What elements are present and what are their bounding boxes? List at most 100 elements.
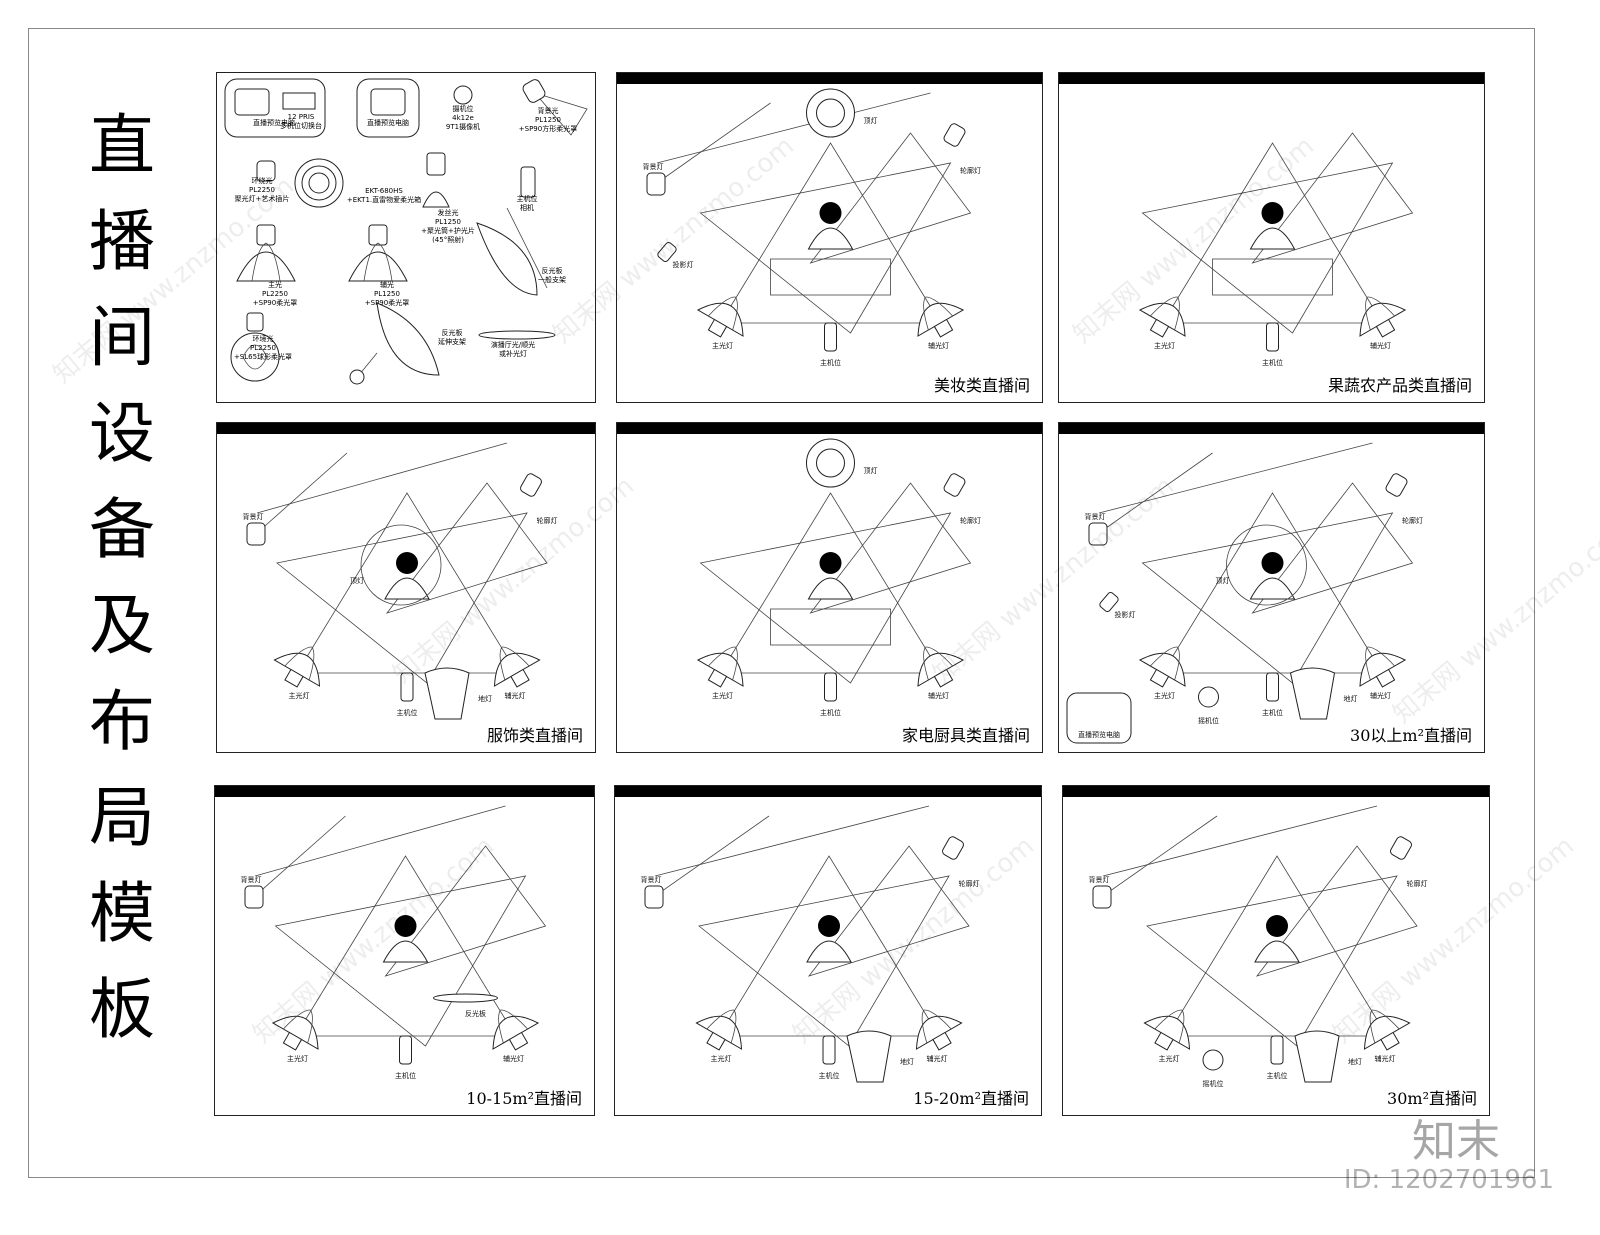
layout-label: 辅光灯	[928, 341, 949, 350]
light-beam	[256, 442, 508, 514]
softbox-light	[915, 1009, 963, 1051]
camera	[1270, 1035, 1284, 1065]
layout-drawing: 主光灯辅光灯主机位背景灯轮廓灯顶灯投影灯	[643, 88, 981, 367]
light-beam	[384, 845, 547, 977]
layout-label: 轮廓灯	[959, 879, 980, 888]
layout-label: 辅光灯	[1370, 691, 1391, 700]
layout-drawing: 主光灯辅光灯主机位背景灯反光板	[241, 805, 547, 1080]
legend-label: 12 PRIS 多机位切换台	[280, 113, 322, 130]
light-beam	[809, 482, 972, 614]
presenter	[382, 940, 429, 963]
softbox-light	[917, 296, 965, 338]
title-char: 直	[89, 107, 155, 184]
image-id: ID: 1202701961	[1343, 1165, 1554, 1195]
layout-label: 背景灯	[241, 875, 262, 884]
contour-light	[1385, 473, 1408, 497]
presenter-head	[819, 202, 842, 224]
presenter	[807, 577, 854, 600]
ground-light	[1289, 667, 1336, 720]
light-beam	[654, 815, 770, 897]
softbox-light	[271, 1009, 319, 1051]
layout-label: 直播预览电脑	[1078, 730, 1120, 739]
light-beam	[274, 875, 527, 1047]
camera	[824, 672, 837, 702]
rocker-camera	[1202, 1049, 1224, 1071]
reflector	[433, 993, 498, 1003]
camera	[822, 1035, 836, 1065]
background-light	[1088, 522, 1108, 546]
layout-label: 主光灯	[289, 691, 310, 700]
softbox-light	[695, 1009, 743, 1051]
presenter	[806, 940, 852, 963]
presenter	[1249, 227, 1296, 250]
layout-label: 主光灯	[287, 1054, 308, 1063]
legend-label: EKT-680HS +EKT1.直雷物爱柔光箱	[346, 187, 422, 204]
layout-label: 顶灯	[1216, 576, 1230, 585]
presenter-head	[818, 915, 840, 937]
layout-panel-30plus: 主光灯辅光灯主机位背景灯轮廓灯顶灯投影灯地灯摇机位直播预览电脑 30以上m²直播…	[1058, 422, 1485, 753]
presenter-head	[1266, 915, 1288, 937]
title-char: 及	[89, 587, 155, 664]
projection-light	[1099, 591, 1119, 613]
light-beam	[1141, 512, 1394, 684]
panel-header-bar	[1059, 423, 1484, 434]
softbox-light	[696, 296, 744, 338]
layout-label: 主光灯	[712, 341, 733, 350]
layout-label: 主机位	[820, 358, 841, 367]
layout-label: 地灯	[1344, 694, 1358, 703]
layout-label: 主机位	[819, 1071, 840, 1080]
panel-title: 15-20m²直播间	[911, 1085, 1031, 1109]
layout-panel-10-15: 主光灯辅光灯主机位背景灯反光板 10-15m²直播间	[214, 785, 595, 1116]
layout-label: 摇机位	[1203, 1079, 1224, 1088]
layout-label: 主机位	[1267, 1071, 1288, 1080]
softbox-light	[492, 1009, 540, 1051]
layout-label: 顶灯	[350, 576, 364, 585]
layout-label: 主机位	[395, 1071, 416, 1080]
ground-light	[424, 667, 470, 720]
layout-drawing: 主光灯辅光灯主机位背景灯轮廓灯顶灯地灯	[243, 442, 558, 720]
layout-label: 顶灯	[864, 116, 878, 125]
title-char: 播	[89, 203, 155, 280]
legend-label: 直播预览电脑	[367, 119, 409, 127]
layout-label: 辅光灯	[927, 1054, 948, 1063]
panel-header-bar	[217, 423, 595, 434]
panel-title: 10-15m²直播间	[464, 1085, 584, 1109]
layout-panel-clothing: 主光灯辅光灯主机位背景灯轮廓灯顶灯地灯 服饰类直播间	[216, 422, 596, 753]
layout-label: 背景灯	[243, 512, 264, 521]
title-char: 设	[89, 395, 155, 472]
layout-panel-produce: 主光灯辅光灯主机位 果蔬农产品类直播间	[1058, 72, 1485, 403]
legend-label: 演播厅光/顺光 或补光灯	[490, 341, 536, 358]
drawing-frame	[28, 28, 1535, 1178]
softbox-light	[1359, 646, 1407, 688]
title-char: 板	[89, 971, 155, 1048]
panel-title: 美妆类直播间	[931, 372, 1032, 396]
desk	[770, 608, 891, 646]
softbox-light	[1143, 1009, 1191, 1051]
layout-drawing: 主光灯辅光灯主机位	[1138, 132, 1414, 367]
panel-title: 服饰类直播间	[484, 722, 585, 746]
layout-label: 主光灯	[1154, 691, 1175, 700]
camera	[1266, 322, 1279, 352]
camera	[399, 1035, 412, 1065]
legend-label: 辅光 PL1250 +SP90柔光罩	[364, 281, 410, 307]
light-beam	[1102, 815, 1218, 897]
light-beam	[1251, 132, 1414, 264]
softbox-light	[493, 646, 541, 688]
layout-label: 轮廓灯	[537, 516, 558, 525]
panel-title: 30m²直播间	[1385, 1085, 1479, 1109]
layout-label: 主光灯	[712, 691, 733, 700]
background-light	[646, 172, 666, 196]
layout-label: 主光灯	[1154, 341, 1175, 350]
top-light	[816, 448, 845, 478]
layout-label: 辅光灯	[928, 691, 949, 700]
layout-label: 轮廓灯	[1407, 879, 1428, 888]
softbox-light	[696, 646, 744, 688]
background-light	[246, 522, 266, 546]
legend-label: 反光板 延伸支架	[438, 329, 466, 346]
panel-title: 家电厨具类直播间	[899, 722, 1032, 746]
softbox-light	[273, 646, 321, 688]
panel-title: 30以上m²直播间	[1348, 722, 1474, 746]
layout-label: 顶灯	[864, 466, 878, 475]
layout-drawing: 主光灯辅光灯主机位背景灯轮廓灯地灯摇机位	[1089, 805, 1428, 1088]
